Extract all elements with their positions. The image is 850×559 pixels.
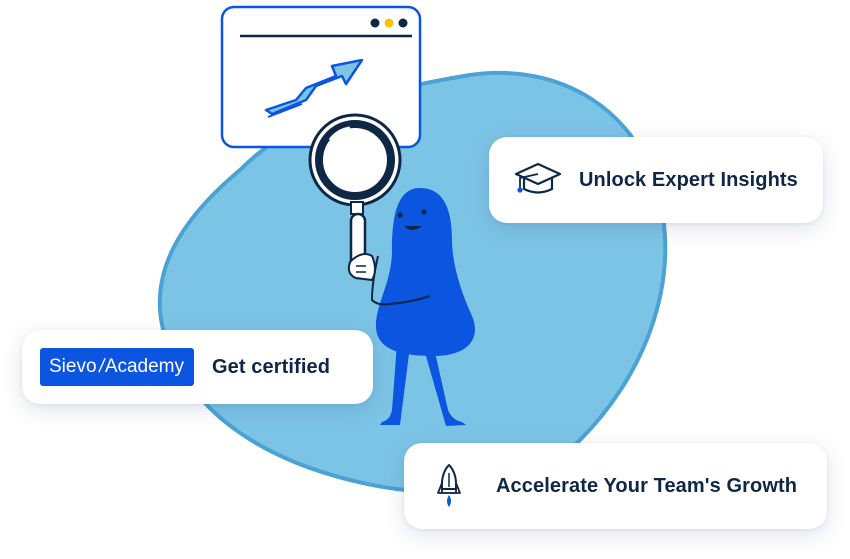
insights-card[interactable]: Unlock Expert Insights xyxy=(489,137,823,223)
sievo-academy-logo: Sievo/Academy xyxy=(40,348,195,386)
growth-label: Accelerate Your Team's Growth xyxy=(496,474,798,497)
browser-window-icon xyxy=(220,5,422,149)
logo-academy-name: Academy xyxy=(104,356,185,377)
graduation-cap-icon xyxy=(513,160,563,200)
rocket-icon xyxy=(434,461,464,511)
logo-brand-name: Sievo xyxy=(49,356,97,377)
character-figure xyxy=(347,188,475,426)
growth-card[interactable]: Accelerate Your Team's Growth xyxy=(404,443,827,529)
certified-card[interactable]: Sievo/Academy Get certified xyxy=(22,330,373,404)
insights-label: Unlock Expert Insights xyxy=(579,168,798,191)
certified-label: Get certified xyxy=(212,355,331,378)
magnifying-glass-icon xyxy=(308,113,402,280)
